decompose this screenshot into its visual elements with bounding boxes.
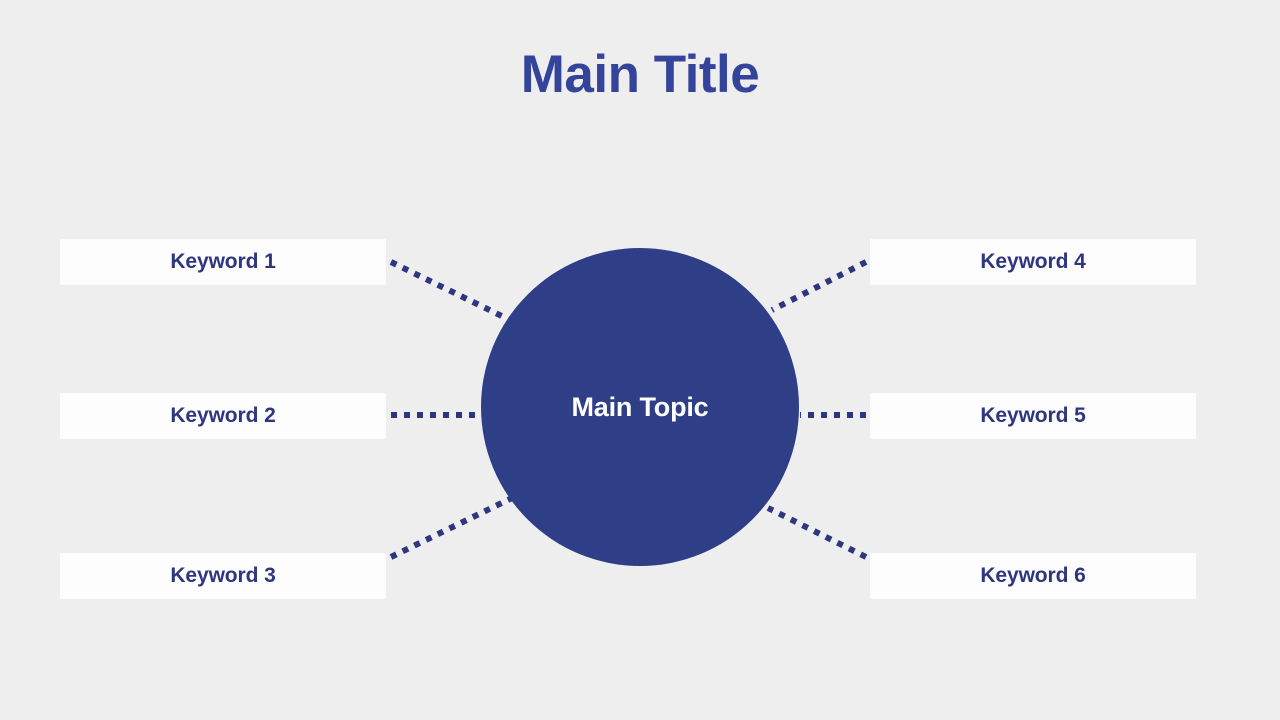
connector-keyword-1 bbox=[389, 259, 512, 323]
keyword-box-4[interactable]: Keyword 4 bbox=[870, 239, 1196, 285]
keyword-box-5[interactable]: Keyword 5 bbox=[870, 393, 1196, 439]
keyword-label-1: Keyword 1 bbox=[170, 250, 276, 273]
center-node-label: Main Topic bbox=[571, 392, 709, 422]
keyword-box-2[interactable]: Keyword 2 bbox=[60, 393, 386, 439]
keyword-label-2: Keyword 2 bbox=[170, 404, 276, 427]
keyword-label-5: Keyword 5 bbox=[980, 404, 1086, 427]
connector-keyword-4 bbox=[770, 259, 868, 313]
keyword-label-4: Keyword 4 bbox=[980, 250, 1086, 273]
keyword-label-3: Keyword 3 bbox=[170, 564, 276, 587]
keyword-box-6[interactable]: Keyword 6 bbox=[870, 553, 1196, 599]
center-node-main-topic[interactable]: Main Topic bbox=[481, 248, 799, 566]
connector-keyword-6 bbox=[766, 505, 868, 560]
keyword-box-1[interactable]: Keyword 1 bbox=[60, 239, 386, 285]
connector-keyword-3 bbox=[389, 495, 514, 560]
page-title: Main Title bbox=[520, 45, 760, 104]
keyword-box-3[interactable]: Keyword 3 bbox=[60, 553, 386, 599]
keyword-label-6: Keyword 6 bbox=[980, 564, 1086, 587]
